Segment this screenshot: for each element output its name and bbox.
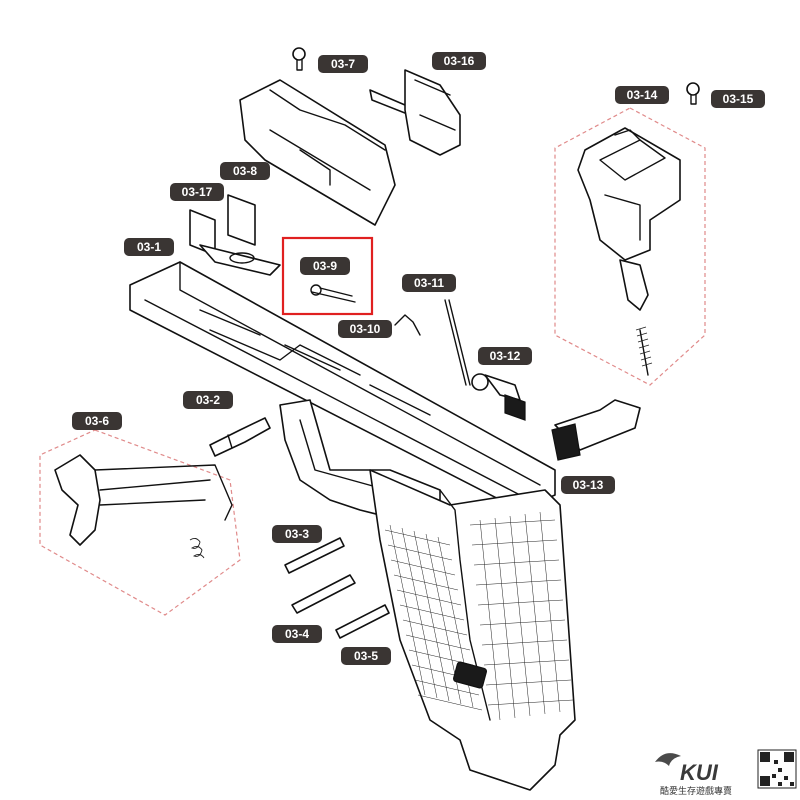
label-03-9: 03-9: [300, 257, 350, 275]
svg-text:03-15: 03-15: [723, 92, 754, 106]
label-03-1: 03-1: [124, 238, 174, 256]
svg-text:03-11: 03-11: [414, 276, 444, 290]
part-03-16-ejector: [369, 69, 461, 156]
svg-text:03-6: 03-6: [85, 414, 109, 428]
group-outline-03-6: [39, 429, 241, 616]
label-03-5: 03-5: [341, 647, 391, 665]
svg-text:03-13: 03-13: [573, 478, 604, 492]
part-03-7-screw: [292, 47, 306, 71]
group-outline-03-14: [554, 107, 706, 386]
svg-text:03-16: 03-16: [444, 54, 475, 68]
label-03-13: 03-13: [561, 476, 615, 494]
label-03-17: 03-17: [170, 183, 224, 201]
svg-text:03-14: 03-14: [627, 88, 658, 102]
brand-logo: KUI 酷愛生存遊戲專賣: [655, 753, 732, 797]
part-03-15-screw: [686, 82, 700, 105]
label-03-14: 03-14: [615, 86, 669, 104]
part-03-10-spring-clip: [394, 314, 421, 336]
svg-text:03-5: 03-5: [354, 649, 378, 663]
label-03-3: 03-3: [272, 525, 322, 543]
svg-text:KUI: KUI: [680, 760, 719, 785]
part-03-17-slide-lock: [189, 194, 281, 276]
svg-text:酷愛生存遊戲專賣: 酷愛生存遊戲專賣: [660, 785, 732, 797]
label-03-12: 03-12: [478, 347, 532, 365]
part-03-14-trigger-housing: [577, 127, 681, 376]
part-03-5-pin: [335, 604, 390, 639]
label-03-11: 03-11: [402, 274, 456, 292]
svg-text:03-17: 03-17: [182, 185, 213, 199]
svg-text:03-8: 03-8: [233, 164, 257, 178]
label-03-7: 03-7: [318, 55, 368, 73]
label-03-15: 03-15: [711, 90, 765, 108]
svg-text:03-12: 03-12: [490, 349, 521, 363]
qr-code-icon: [757, 749, 797, 789]
part-03-9-spring: [310, 284, 356, 303]
part-03-2-pin-block: [209, 417, 271, 457]
part-03-8-locking-block: [239, 79, 396, 226]
grip-texture: [384, 511, 574, 721]
part-03-13-magazine-catch: [551, 399, 641, 461]
highlight-box-03-9: [281, 236, 374, 316]
svg-text:03-4: 03-4: [285, 627, 309, 641]
label-03-16: 03-16: [432, 52, 486, 70]
label-03-4: 03-4: [272, 625, 322, 643]
part-03-3-pin: [284, 537, 345, 574]
svg-text:03-7: 03-7: [331, 57, 355, 71]
label-03-6: 03-6: [72, 412, 122, 430]
part-03-4-pin: [291, 574, 356, 614]
label-03-8: 03-8: [220, 162, 270, 180]
label-03-10: 03-10: [338, 320, 392, 338]
part-03-6-trigger-assembly: [54, 454, 233, 559]
svg-text:03-2: 03-2: [196, 393, 220, 407]
part-03-12-slide-release: [471, 373, 526, 421]
label-03-2: 03-2: [183, 391, 233, 409]
frame-emblem: [452, 661, 488, 689]
svg-text:03-3: 03-3: [285, 527, 309, 541]
svg-text:03-1: 03-1: [137, 240, 161, 254]
part-03-11-pin: [444, 299, 467, 386]
part-03-1-frame: [129, 261, 576, 791]
svg-text:03-10: 03-10: [350, 322, 381, 336]
svg-text:03-9: 03-9: [313, 259, 337, 273]
